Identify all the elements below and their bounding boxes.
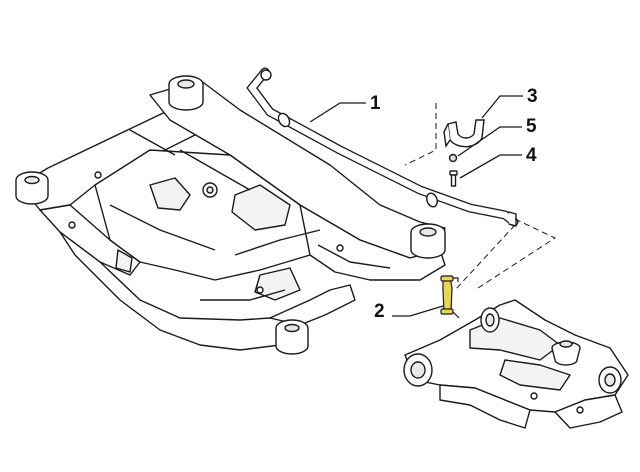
lower-control-arm (403, 299, 629, 429)
subframe-bushing-front-right (410, 223, 446, 259)
bolt (449, 170, 458, 187)
stabilizer-bar (246, 67, 519, 227)
bushing-bracket (443, 119, 485, 148)
stabilizer-link (440, 275, 460, 319)
callout-3: 3 (527, 86, 538, 107)
callout-4: 4 (526, 145, 537, 166)
callout-2: 2 (374, 301, 385, 322)
subframe-bushing-rear-right (275, 319, 309, 355)
leader-line-4 (459, 154, 522, 179)
leader-lines (309, 95, 523, 317)
subframe-bushing-front-left (168, 75, 204, 111)
nut (448, 153, 458, 163)
subframe-bushing-rear-left (15, 171, 49, 205)
leader-line-2 (392, 305, 444, 317)
assembly-guide-lines (404, 103, 557, 291)
leader-line-5 (457, 126, 522, 157)
leader-line-3 (481, 95, 523, 119)
leader-line-1 (309, 102, 366, 123)
callout-5: 5 (526, 116, 537, 137)
rear-subframe (15, 75, 446, 355)
callout-1: 1 (370, 93, 381, 114)
